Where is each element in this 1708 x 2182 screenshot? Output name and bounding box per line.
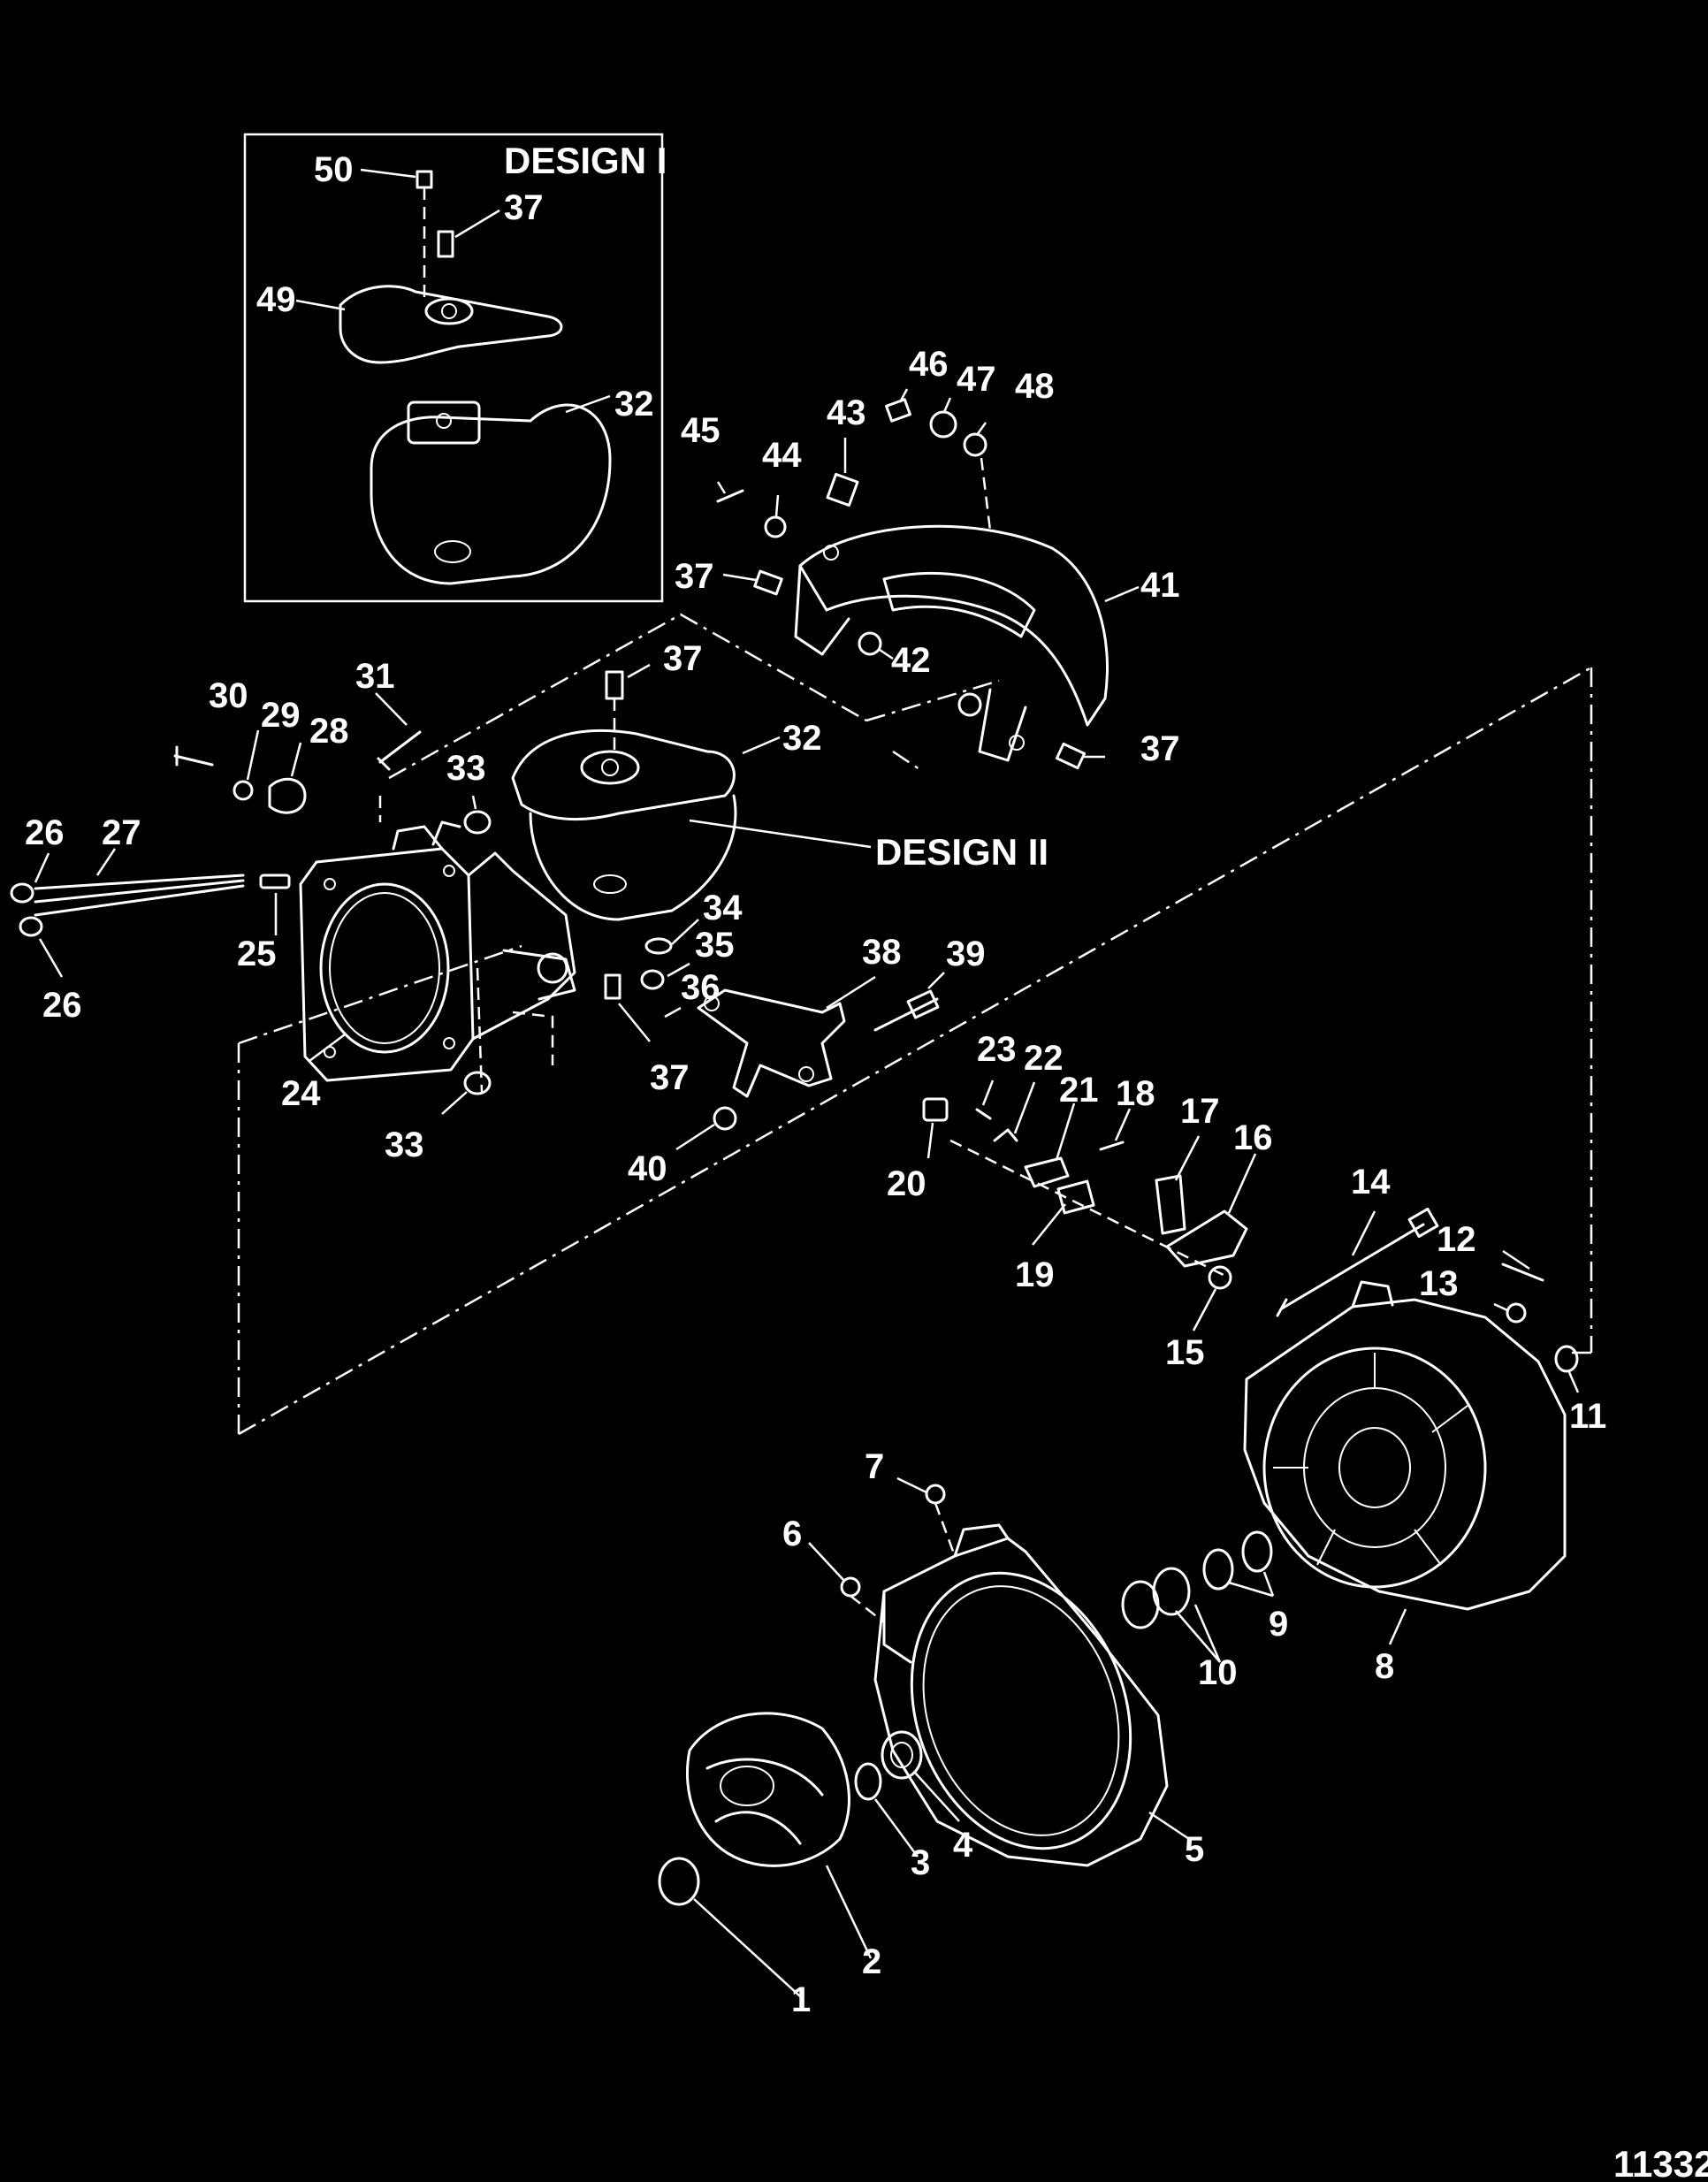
callout-37-top: 37 — [663, 639, 703, 678]
callout-22: 22 — [1024, 1039, 1064, 1078]
callout-18: 18 — [1116, 1074, 1155, 1113]
callout-46: 46 — [909, 345, 949, 384]
callout-33-top: 33 — [446, 749, 486, 788]
callout-2: 2 — [862, 1942, 881, 1981]
callout-32-design-2: 32 — [782, 719, 822, 758]
callout-30: 30 — [209, 676, 248, 715]
callout-32-inset: 32 — [614, 385, 654, 423]
hardware-6-7 — [808, 1476, 957, 1623]
callout-9: 9 — [1269, 1605, 1288, 1644]
callout-1: 1 — [791, 1980, 811, 2019]
callout-4: 4 — [953, 1826, 973, 1865]
tiller-arm-49 — [295, 285, 563, 364]
callout-39: 39 — [946, 935, 986, 973]
callout-50: 50 — [314, 150, 354, 189]
design-2-label: DESIGN II — [875, 831, 1048, 873]
stator-housing-8 — [1243, 1280, 1567, 1645]
impeller-2 — [685, 1712, 873, 1959]
nose-cone-1 — [658, 1857, 801, 1997]
callout-43: 43 — [827, 393, 866, 432]
callout-labels: 1 2 3 4 5 6 7 8 9 10 11 12 13 14 15 16 1… — [25, 150, 1606, 2019]
callout-37-inset: 37 — [504, 188, 544, 227]
callout-3: 3 — [911, 1843, 930, 1882]
callout-13: 13 — [1419, 1264, 1459, 1303]
design-1-inset: DESIGN I — [243, 133, 667, 603]
washers-34-36 — [640, 919, 699, 1019]
seals-9-10 — [1121, 1530, 1275, 1663]
hardware-15-23 — [922, 1080, 1257, 1331]
callout-15: 15 — [1165, 1333, 1205, 1372]
callout-47: 47 — [957, 360, 996, 399]
assembly-lines — [237, 613, 1593, 1436]
callout-35: 35 — [695, 926, 735, 965]
reverse-gate-41 — [794, 524, 1140, 762]
callout-12: 12 — [1437, 1220, 1476, 1259]
screw-50 — [360, 168, 433, 301]
callout-5: 5 — [1185, 1830, 1204, 1869]
callout-8: 8 — [1375, 1647, 1394, 1686]
hardware-28-33 — [173, 692, 651, 1115]
callout-37-left: 37 — [675, 557, 714, 596]
callout-16: 16 — [1233, 1118, 1273, 1157]
callout-38: 38 — [862, 933, 902, 972]
callout-7: 7 — [865, 1447, 884, 1486]
callout-34: 34 — [703, 889, 743, 927]
callout-48: 48 — [1015, 367, 1055, 406]
callout-49: 49 — [256, 280, 296, 319]
callout-40: 40 — [628, 1149, 667, 1188]
steering-nozzle-32-inset — [370, 394, 612, 585]
callout-41: 41 — [1140, 566, 1180, 605]
callout-25: 25 — [237, 935, 277, 973]
callout-19: 19 — [1015, 1255, 1055, 1294]
bracket-38 — [675, 972, 945, 1151]
inset-frame — [243, 133, 664, 603]
callout-6: 6 — [782, 1514, 802, 1553]
hardware-43-48 — [716, 388, 1105, 770]
callout-42: 42 — [891, 641, 931, 680]
steering-nozzle-32-design-2 — [511, 663, 872, 921]
callout-31: 31 — [355, 657, 395, 696]
callout-45: 45 — [681, 411, 721, 450]
callout-33-bottom: 33 — [385, 1125, 424, 1164]
cable-27 — [10, 848, 291, 978]
callout-27: 27 — [102, 813, 141, 852]
design-1-label: DESIGN I — [504, 140, 667, 181]
washer-3 — [854, 1762, 919, 1858]
callout-37-bottom: 37 — [650, 1058, 690, 1097]
pump-housing-24 — [299, 820, 576, 1082]
callout-11: 11 — [1569, 1397, 1606, 1436]
wear-ring-housing-5 — [873, 1523, 1190, 1867]
callout-37-right: 37 — [1140, 729, 1180, 768]
callout-28: 28 — [309, 712, 349, 751]
callout-26-top: 26 — [25, 813, 65, 852]
callout-17: 17 — [1180, 1092, 1220, 1131]
figure-number: 11332 — [1613, 2143, 1708, 2182]
hardware-11-14 — [1276, 1207, 1580, 1393]
callout-20: 20 — [887, 1164, 926, 1203]
callout-14: 14 — [1351, 1163, 1391, 1202]
nut-4 — [881, 1730, 960, 1822]
callout-24: 24 — [281, 1074, 321, 1113]
callout-10: 10 — [1198, 1653, 1238, 1692]
callout-26-bottom: 26 — [42, 986, 82, 1025]
callout-29: 29 — [261, 696, 301, 735]
callout-36: 36 — [681, 968, 721, 1007]
callout-23: 23 — [977, 1030, 1017, 1069]
callout-21: 21 — [1059, 1071, 1099, 1110]
callout-44: 44 — [762, 436, 802, 475]
screw-37-inset — [437, 209, 500, 258]
